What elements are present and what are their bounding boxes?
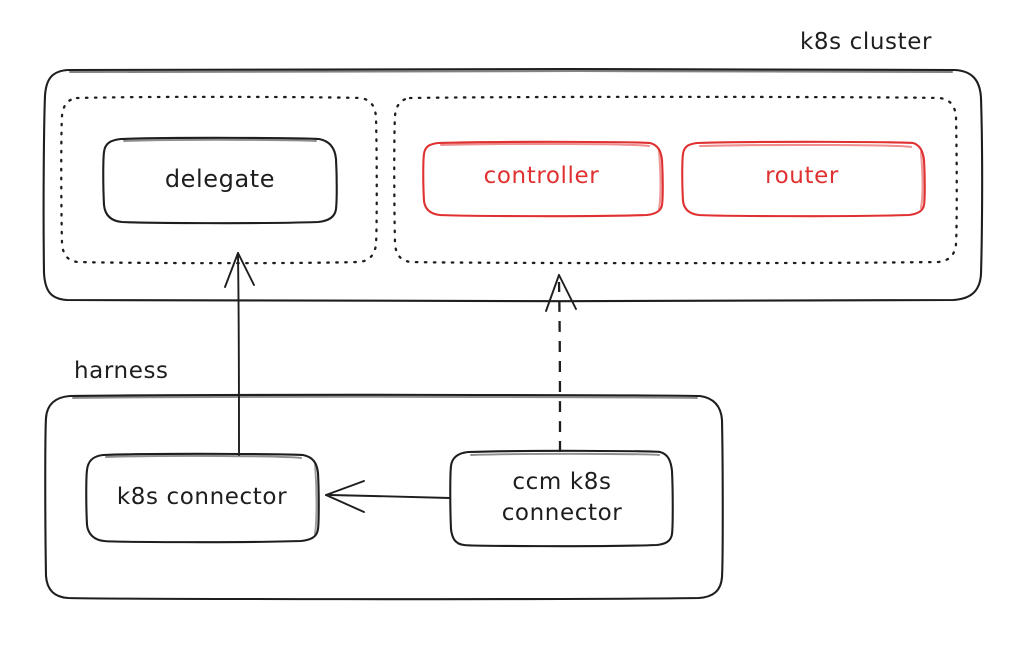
- node-router[interactable]: [681, 140, 926, 218]
- edge-ccm-to-controller-group: [545, 274, 577, 453]
- node-controller[interactable]: [422, 140, 664, 218]
- container-label-k8s-cluster: k8s cluster: [800, 29, 933, 55]
- edge-k8sconnector-to-delegate: [224, 252, 255, 456]
- container-k8s-cluster: [42, 67, 984, 303]
- node-k8s-connector[interactable]: [85, 452, 320, 544]
- node-delegate[interactable]: [102, 136, 338, 225]
- container-harness: [44, 393, 724, 601]
- container-label-harness: harness: [74, 358, 169, 384]
- container-controller-router-group: [393, 95, 958, 265]
- container-delegate-group: [60, 95, 378, 265]
- node-ccm-connector[interactable]: [449, 449, 674, 548]
- edge-ccm-to-k8sconnector: [325, 480, 451, 513]
